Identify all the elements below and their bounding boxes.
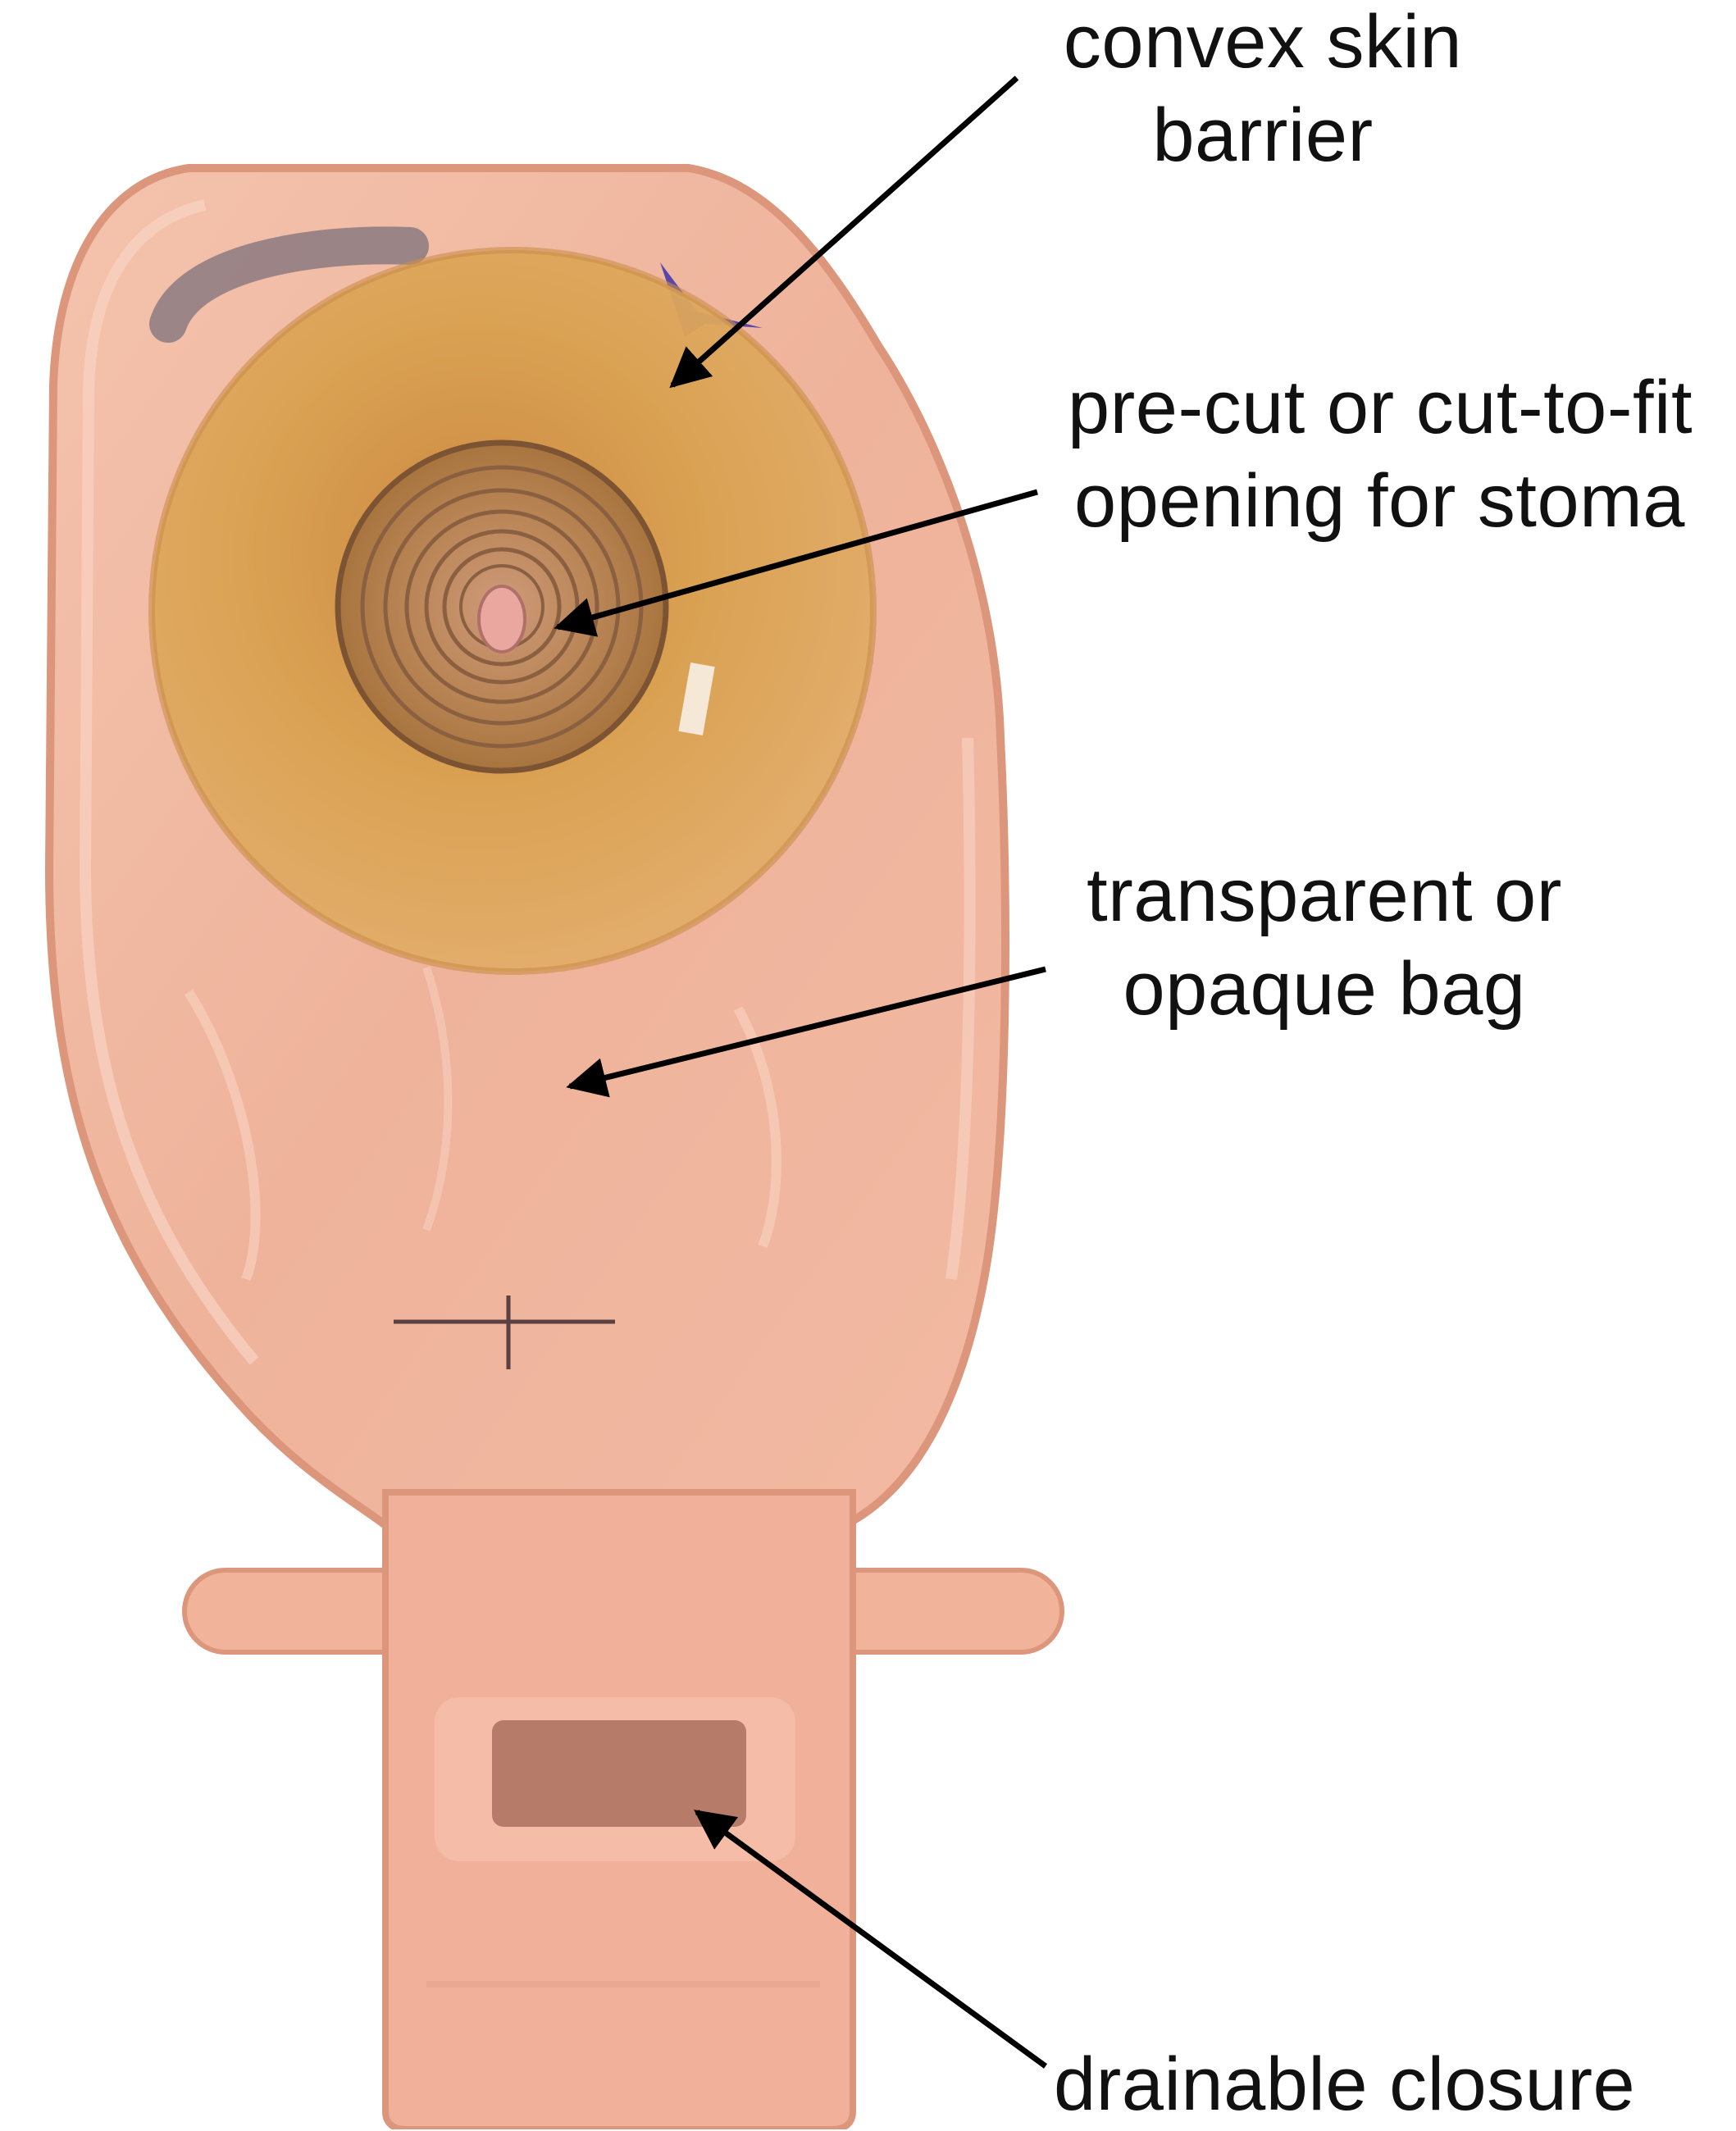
arrow-bag [566,966,1046,1098]
label-barrier-line1: convex skin [1063,0,1463,84]
drainable-closure-part [382,1489,856,2129]
arrow-closure [694,1810,1048,2069]
arrow-barrier [669,75,1019,389]
stoma-opening [477,585,526,653]
label-bag-line2: opaque bag [1123,947,1526,1031]
label-bag-line1: transparent or [1087,854,1562,937]
annotation-arrows [554,75,1048,2069]
label-closure-line1: drainable closure [1054,2042,1636,2126]
measure-mark [394,1295,615,1369]
label-barrier-line2: barrier [1152,93,1374,177]
skin-barrier [148,247,877,975]
label-opening-line2: opening for stoma [1074,459,1685,543]
closure-clip [492,1720,746,1827]
label-convex-skin-barrier: convex skin barrier [1029,0,1497,182]
label-drainable-closure: drainable closure [1054,2038,1635,2131]
label-opening-line1: pre-cut or cut-to-fit [1068,366,1693,449]
label-opening-for-stoma: pre-cut or cut-to-fit opening for stoma [1068,361,1693,548]
arrow-opening [554,489,1038,637]
label-bag: transparent or opaque bag [1054,849,1595,1036]
